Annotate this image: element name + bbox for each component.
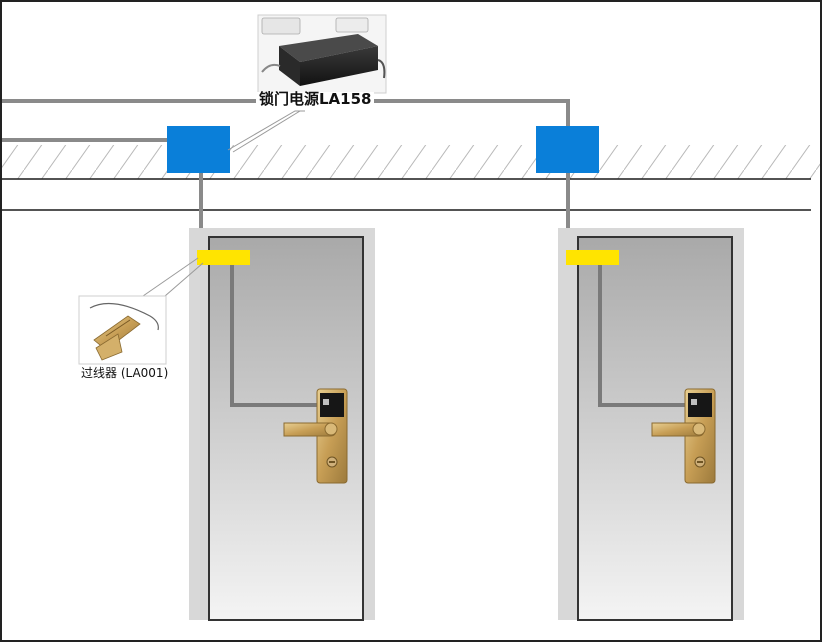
junction-box-right xyxy=(536,126,599,173)
door-loop-right xyxy=(566,250,619,265)
lock-left xyxy=(283,388,348,484)
lock-right xyxy=(651,388,716,484)
handle-rose-left xyxy=(324,422,338,436)
door-right xyxy=(558,228,744,621)
power-supply-label: 锁门电源LA158 xyxy=(256,92,375,107)
brass-cable-loop-icon xyxy=(78,295,167,365)
junction-box-left xyxy=(167,126,230,173)
psu-plug xyxy=(261,17,301,35)
ceiling xyxy=(2,145,820,211)
door-left xyxy=(189,228,375,621)
psu-cable-out xyxy=(261,63,281,73)
psu-leader-a xyxy=(227,110,305,151)
loop-seam xyxy=(105,319,131,337)
reader-led-right xyxy=(691,399,697,405)
main-trunk-cable xyxy=(2,99,570,126)
loop-leader-a xyxy=(142,257,199,297)
handle-rose-right xyxy=(692,422,706,436)
callout-leaders xyxy=(142,110,305,297)
keyway-right xyxy=(697,461,703,463)
psu-front-face xyxy=(300,46,378,86)
loop-hinge-bottom xyxy=(95,333,123,361)
loop-leader-b xyxy=(164,262,204,297)
keyway-left xyxy=(329,461,335,463)
reader-led-left xyxy=(323,399,329,405)
psu-leader-b xyxy=(232,110,301,153)
door-loop-label: 过线器 (LA001) xyxy=(79,366,171,380)
door-cable-right xyxy=(598,262,688,407)
psu-cable-in xyxy=(377,59,386,79)
psu-connector xyxy=(335,17,369,33)
psu-top-face xyxy=(279,34,378,62)
loop-wire xyxy=(89,302,159,331)
power-adapter-icon xyxy=(257,14,387,94)
door-cable-left xyxy=(230,262,320,407)
door-loop-left xyxy=(197,250,250,265)
ceiling-hatch xyxy=(2,145,820,179)
psu-left-face xyxy=(279,46,300,86)
